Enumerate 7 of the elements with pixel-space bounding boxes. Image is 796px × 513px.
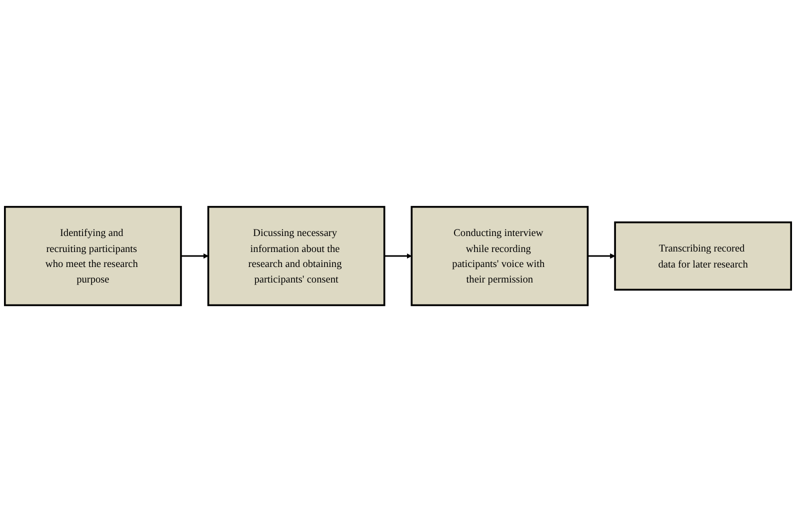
node-box: Transcribing recored data for later research (614, 222, 792, 292)
arrow (180, 254, 209, 260)
arrow (588, 254, 616, 260)
node-box: Conducting interview while recording paticipants' voice with their permission (410, 206, 589, 307)
node-box: Identifying and recruiting participants who meet the research purpose (4, 206, 182, 307)
node-box: Dicussing necessary information about the research and obtaining participants' consent (207, 206, 386, 307)
arrow (384, 254, 412, 260)
